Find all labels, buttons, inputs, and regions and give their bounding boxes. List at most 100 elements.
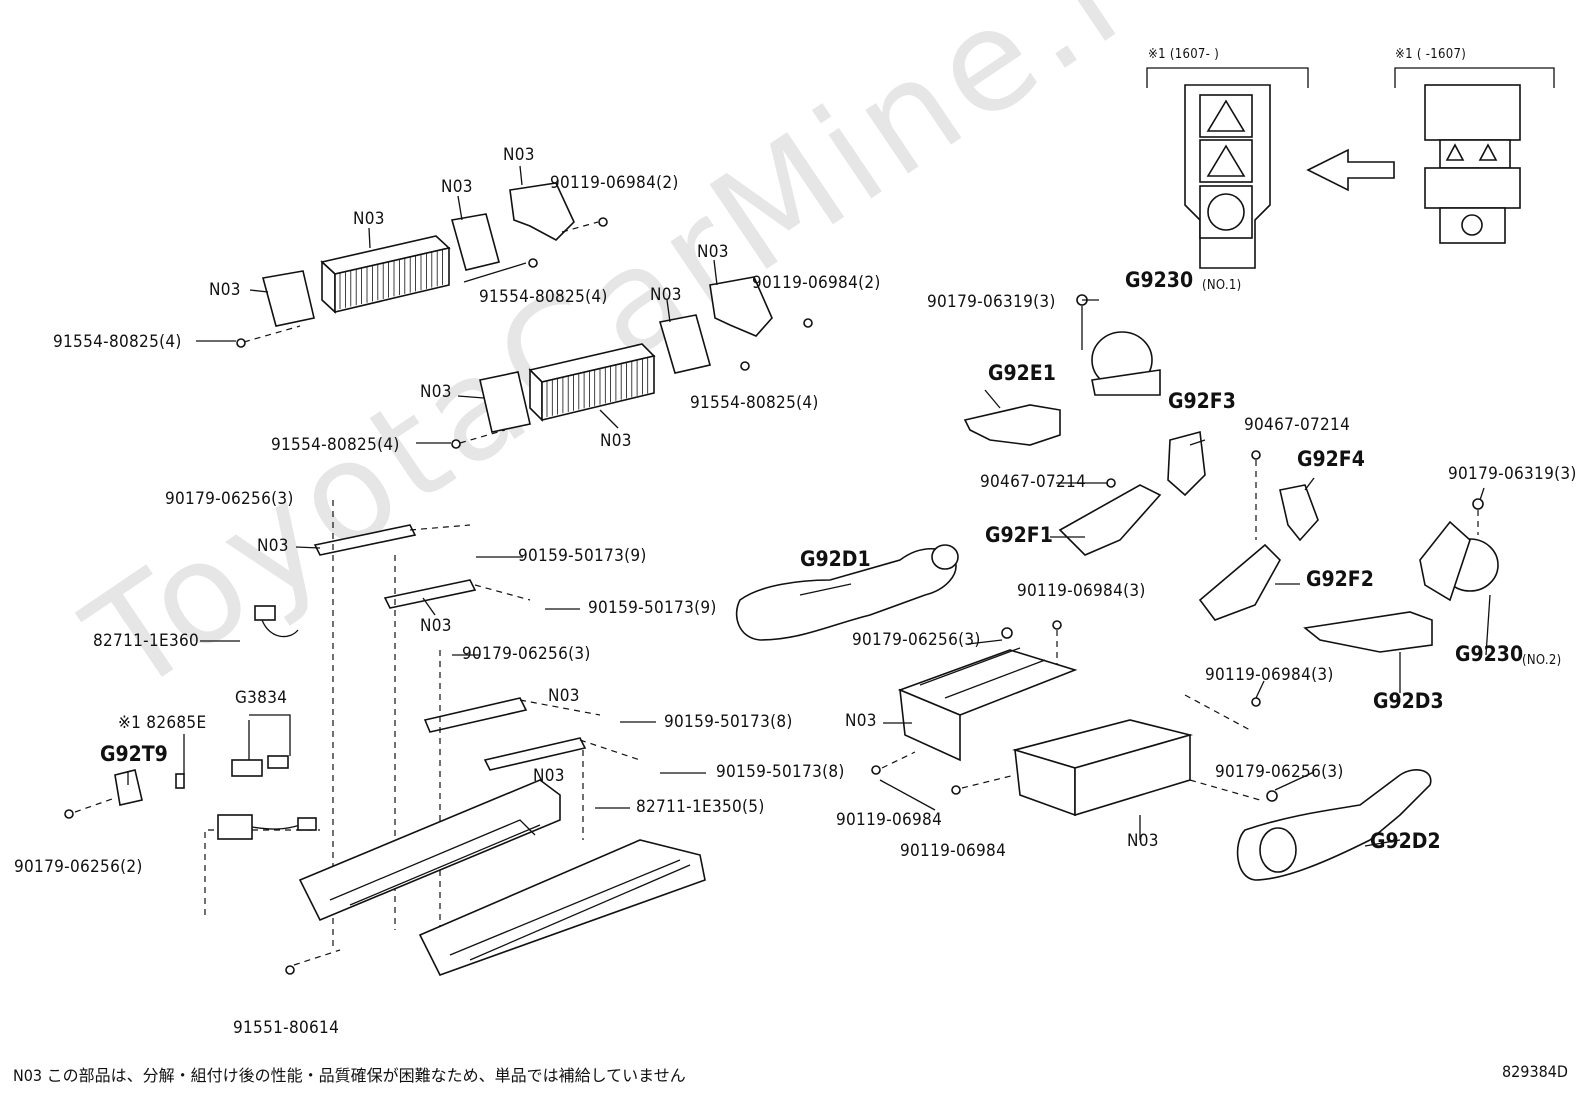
harness-wire xyxy=(217,814,317,840)
tray-plate-1 xyxy=(313,524,417,556)
bolt-icon xyxy=(64,809,74,819)
duct-g92f3 xyxy=(1167,430,1206,497)
warning-label-new xyxy=(1184,84,1271,269)
label-part-number: 91554-80825(4) xyxy=(690,393,819,413)
clip-icon xyxy=(1251,450,1261,460)
label-n03: N03 xyxy=(257,536,289,556)
battery-module-upper xyxy=(320,235,451,314)
bolt-icon xyxy=(285,965,295,975)
label-part-number: 90159-50173(9) xyxy=(518,546,647,566)
label-part-number: 90179-06256(3) xyxy=(462,644,591,664)
label-part-number: 91554-80825(4) xyxy=(271,435,400,455)
label-g9230: G9230 xyxy=(1455,642,1524,666)
inset-bracket-1 xyxy=(1146,67,1309,88)
label-g92d3: G92D3 xyxy=(1373,689,1444,713)
label-part-number: 90467-07214 xyxy=(1244,415,1351,435)
label-part-number: 90119-06984(3) xyxy=(1017,581,1146,601)
tray-plate-4 xyxy=(483,737,587,771)
label-g9230: G9230 xyxy=(1125,268,1194,292)
label-n03: N03 xyxy=(600,431,632,451)
label-g92d1: G92D1 xyxy=(800,547,871,571)
bolt-icon xyxy=(528,258,538,268)
document-id: 829384D xyxy=(1501,1062,1568,1081)
label-g92t9: G92T9 xyxy=(100,742,168,766)
label-part-number: 90119-06984(3) xyxy=(1205,665,1334,685)
duct-g92d2 xyxy=(1236,769,1432,881)
label-g3834: G3834 xyxy=(235,688,288,708)
blower-g9230-no1 xyxy=(1091,331,1161,396)
nut-icon xyxy=(1266,790,1278,802)
footnote: N03 この部品は、分解・組付け後の性能・品質確保が困難なため、単品では補給して… xyxy=(13,1066,686,1085)
label-part-number: 90159-50173(8) xyxy=(716,762,845,782)
label-part-number: 90179-06319(3) xyxy=(927,292,1056,312)
label-part-number: 90119-06984 xyxy=(836,810,943,830)
arrow-left-icon xyxy=(1306,148,1395,192)
bracket-lower xyxy=(709,276,773,337)
label-part-number: 90179-06256(3) xyxy=(852,630,981,650)
clip-icon xyxy=(1106,478,1116,488)
label-g92f1: G92F1 xyxy=(985,523,1053,547)
label-g92f4: G92F4 xyxy=(1297,447,1365,471)
harness-plug-g3834 xyxy=(231,755,289,777)
label-g92f3: G92F3 xyxy=(1168,389,1236,413)
label-n03: N03 xyxy=(697,242,729,262)
bolt-icon xyxy=(1251,697,1261,707)
label-part-number: 82711-1E350(5) xyxy=(636,797,765,817)
tray-plate-2 xyxy=(383,579,477,609)
label-n03: N03 xyxy=(420,616,452,636)
label-g92t9 xyxy=(114,769,143,806)
duct-g92d1 xyxy=(735,544,959,641)
label-g92f2: G92F2 xyxy=(1306,567,1374,591)
label-part-number: 90179-06256(3) xyxy=(1215,762,1344,782)
inset-bracket-2 xyxy=(1394,67,1555,88)
bracket-upper xyxy=(509,182,575,241)
label-n03: N03 xyxy=(845,711,877,731)
duct-g92d3 xyxy=(1303,611,1433,653)
label-g92e1: G92E1 xyxy=(988,361,1056,385)
warning-label-old xyxy=(1424,84,1521,244)
battery-module-lower xyxy=(528,343,656,422)
label-part-number: 90179-06256(3) xyxy=(165,489,294,509)
label-part-number: 90467-07214 xyxy=(980,472,1087,492)
label-part-number: 90159-50173(9) xyxy=(588,598,717,618)
end-plate-right-upper xyxy=(450,213,500,271)
label-g92d2: G92D2 xyxy=(1370,829,1441,853)
duct-g92f2 xyxy=(1198,543,1281,621)
battery-frame xyxy=(298,779,706,976)
duct-g92e1 xyxy=(963,404,1061,446)
label-part-number: 90119-06984(2) xyxy=(550,173,679,193)
label-part-number: 82711-1E360 xyxy=(93,631,200,651)
nut-icon xyxy=(1001,627,1013,639)
label-part-number: 91554-80825(4) xyxy=(53,332,182,352)
nut-icon xyxy=(1472,498,1484,510)
cover-n03-upper xyxy=(897,647,1078,762)
label-part-number: 90179-06256(2) xyxy=(14,857,143,877)
label-n03: N03 xyxy=(420,382,452,402)
label-n03: N03 xyxy=(533,766,565,786)
tray-plate-3 xyxy=(423,697,528,733)
clip-82711-1e360 xyxy=(254,605,299,638)
bolt-icon xyxy=(1052,620,1062,630)
label-part-number: 90119-06984 xyxy=(900,841,1007,861)
duct-g92f4 xyxy=(1279,484,1319,542)
label-n03: N03 xyxy=(548,686,580,706)
label-inset-new: ※1 (1607- ) xyxy=(1148,47,1220,62)
bolt-icon xyxy=(951,785,961,795)
end-plate-right-lower xyxy=(658,314,711,374)
bolt-icon xyxy=(236,338,246,348)
label-part-number: 91554-80825(4) xyxy=(479,287,608,307)
inverter-n03 xyxy=(1012,719,1194,817)
bolt-icon xyxy=(598,217,608,227)
label-part-number: 90179-06319(3) xyxy=(1448,464,1577,484)
bolt-icon xyxy=(871,765,881,775)
label-n03: N03 xyxy=(1127,831,1159,851)
label-inset-old: ※1 ( -1607) xyxy=(1395,47,1467,62)
label-n03: N03 xyxy=(650,285,682,305)
label-n03: N03 xyxy=(503,145,535,165)
blower-g9230-no2 xyxy=(1419,520,1499,602)
label-no1: (NO.1) xyxy=(1202,278,1242,293)
label-n03: N03 xyxy=(209,280,241,300)
bolt-icon xyxy=(740,361,750,371)
